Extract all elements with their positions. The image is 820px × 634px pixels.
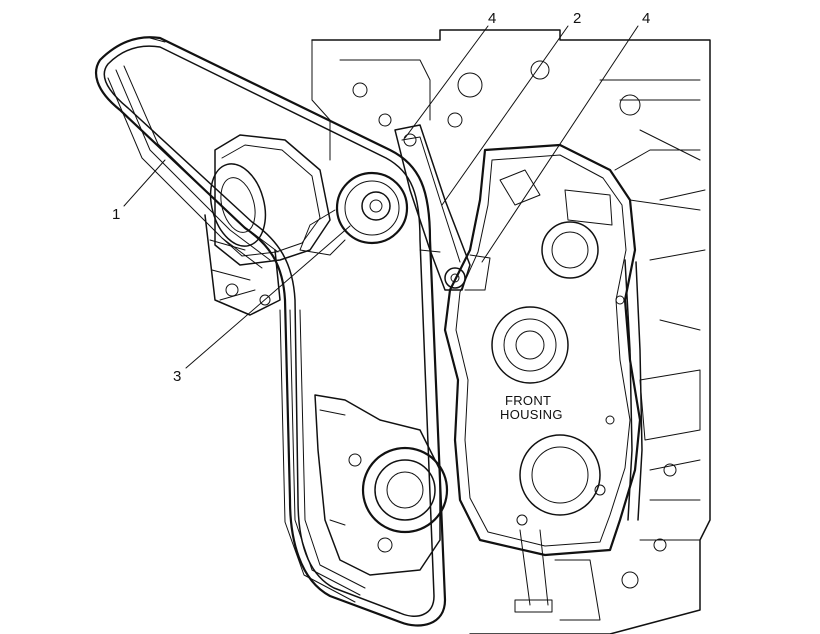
callout-3: 3 [173,368,181,385]
serpentine-belt [94,36,447,627]
leader-line-1 [123,159,166,207]
leader-line-3 [185,225,351,369]
tensioner-bracket [394,124,491,291]
front-housing-label-line2: HOUSING [500,407,563,422]
alternator [204,134,331,316]
callout-4-right: 4 [642,10,650,27]
engine-block [311,29,711,634]
leader-line-4a [404,25,489,139]
leader-lines [123,25,639,369]
leader-line-4b [481,25,639,263]
crankshaft-pulley [314,394,449,576]
front-housing [443,143,643,613]
tensioner-pulley [299,171,409,256]
callout-1: 1 [112,206,120,223]
callout-2: 2 [573,10,581,27]
leader-line-2 [441,25,569,206]
front-housing-label-line1: FRONT [505,393,551,408]
callout-4-left: 4 [488,10,496,27]
